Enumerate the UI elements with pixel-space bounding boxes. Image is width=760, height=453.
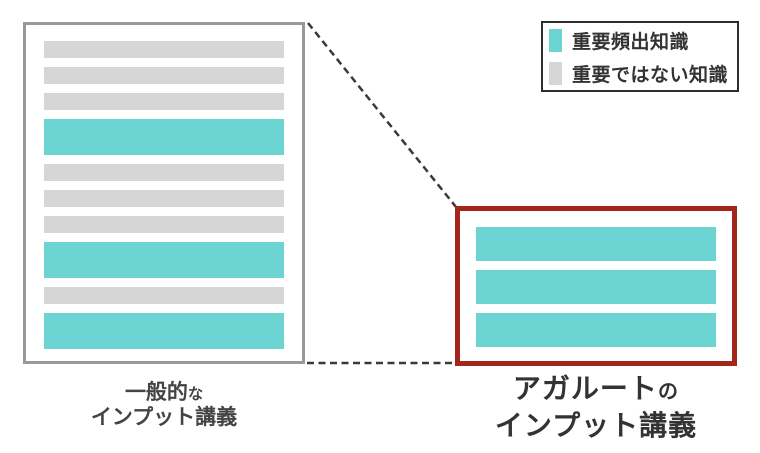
unimportant-knowledge-bar xyxy=(44,216,284,233)
legend: 重要頻出知識 重要ではない知識 xyxy=(541,21,739,92)
unimportant-knowledge-bar xyxy=(44,287,284,304)
generic-lecture-caption-line1: 一般的な xyxy=(124,381,204,404)
unimportant-knowledge-bar xyxy=(44,190,284,207)
unimportant-knowledge-swatch-icon xyxy=(549,61,562,85)
legend-item-important-knowledge: 重要頻出知識 xyxy=(549,27,737,54)
agaroot-lecture-caption: アガルートの インプット講義 xyxy=(455,372,737,442)
important-knowledge-bar xyxy=(44,242,284,278)
legend-item-unimportant-knowledge: 重要ではない知識 xyxy=(549,60,737,87)
unimportant-knowledge-bar xyxy=(44,67,284,84)
important-knowledge-swatch-icon xyxy=(549,28,562,52)
important-knowledge-bar xyxy=(476,270,716,304)
legend-label-unimportant: 重要ではない知識 xyxy=(572,64,729,86)
generic-lecture-caption: 一般的な インプット講義 xyxy=(23,381,305,429)
generic-lecture-caption-line2: インプット講義 xyxy=(90,406,238,429)
agaroot-lecture-caption-line1: アガルートの xyxy=(512,373,680,404)
agaroot-lecture-caption-line2: インプット講義 xyxy=(494,410,698,441)
legend-label-important: 重要頻出知識 xyxy=(572,31,690,53)
unimportant-knowledge-bar xyxy=(44,41,284,58)
generic-lecture-panel xyxy=(23,22,305,364)
connector-line-diagonal xyxy=(307,22,457,208)
important-knowledge-bar xyxy=(476,227,716,261)
unimportant-knowledge-bar xyxy=(44,93,284,110)
important-knowledge-bar xyxy=(476,313,716,347)
important-knowledge-bar xyxy=(44,313,284,349)
important-knowledge-bar xyxy=(44,119,284,155)
unimportant-knowledge-bar xyxy=(44,164,284,181)
agaroot-lecture-panel xyxy=(455,206,737,366)
